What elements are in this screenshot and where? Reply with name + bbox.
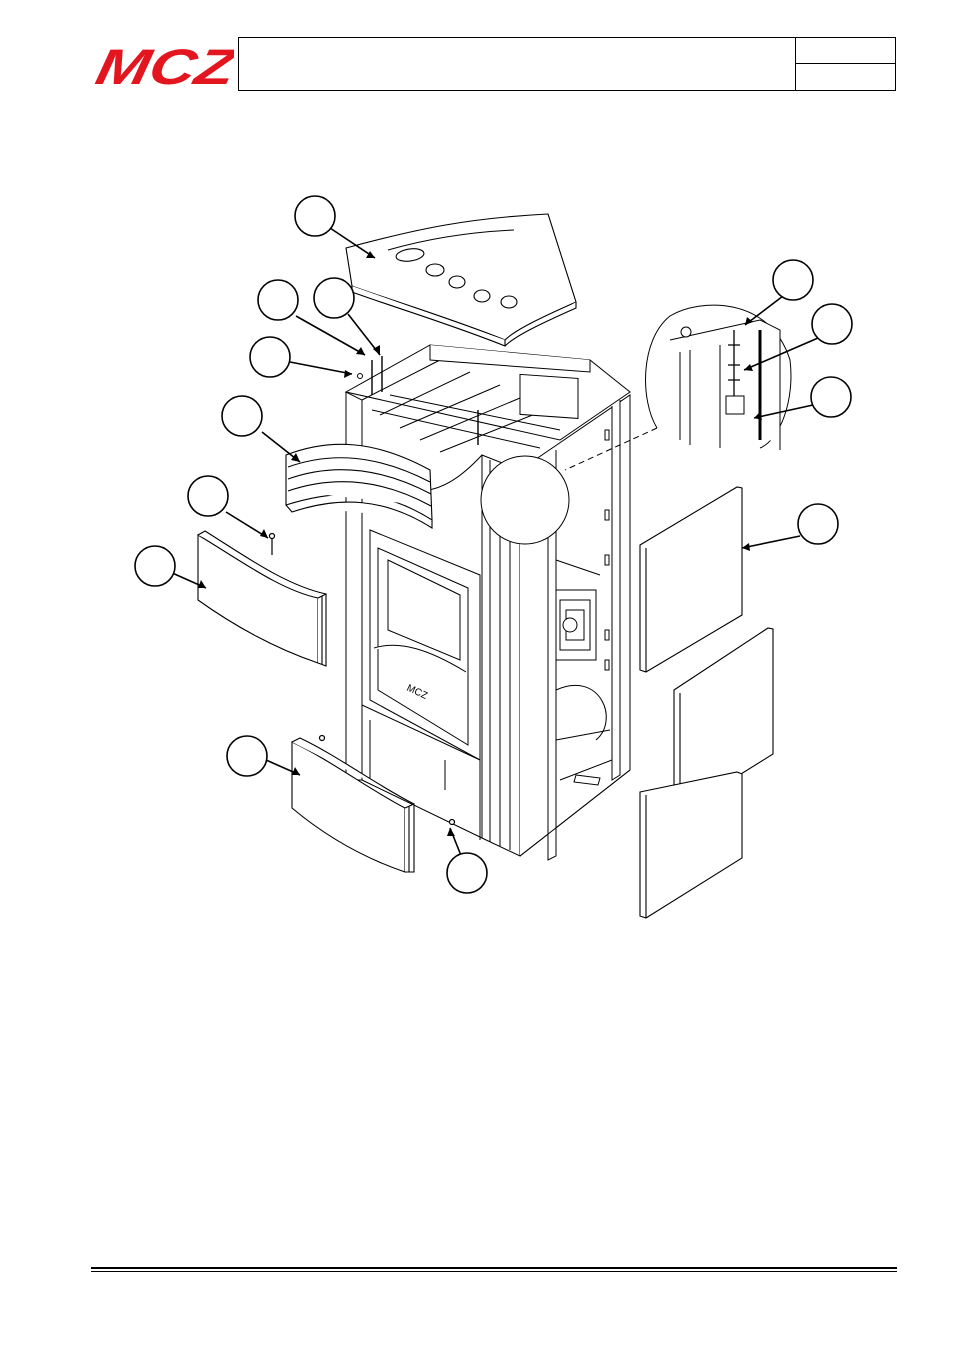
logo-text: MCZ [92, 44, 234, 88]
callout-2 [257, 279, 299, 321]
callout-8 [226, 735, 268, 777]
detail-view [645, 304, 792, 450]
header-code-box [795, 37, 896, 91]
callout-4 [249, 336, 291, 378]
callout-6 [187, 475, 229, 517]
screws [268, 532, 456, 826]
stove-body: MCZ [344, 344, 658, 861]
mcz-logo: MCZ [92, 44, 234, 88]
top-cover [345, 213, 577, 347]
lower-front-panel [291, 737, 415, 873]
header-code-top [796, 38, 895, 64]
footer-rule-thin [91, 1271, 897, 1272]
callout-12 [810, 376, 852, 418]
callout-arrowheads [198, 251, 762, 836]
upper-front-panel [197, 530, 327, 667]
callout-9 [446, 852, 488, 894]
front-grille [285, 443, 433, 530]
callout-10 [772, 259, 814, 301]
footer-rule-thick [91, 1267, 897, 1269]
callout-13 [797, 503, 839, 545]
callout-1 [294, 195, 336, 237]
callout-5 [221, 395, 263, 437]
callout-7 [134, 545, 176, 587]
callout-11 [811, 303, 853, 345]
callout-circles [134, 195, 853, 894]
callout-3 [313, 277, 355, 319]
side-panels [639, 486, 774, 919]
